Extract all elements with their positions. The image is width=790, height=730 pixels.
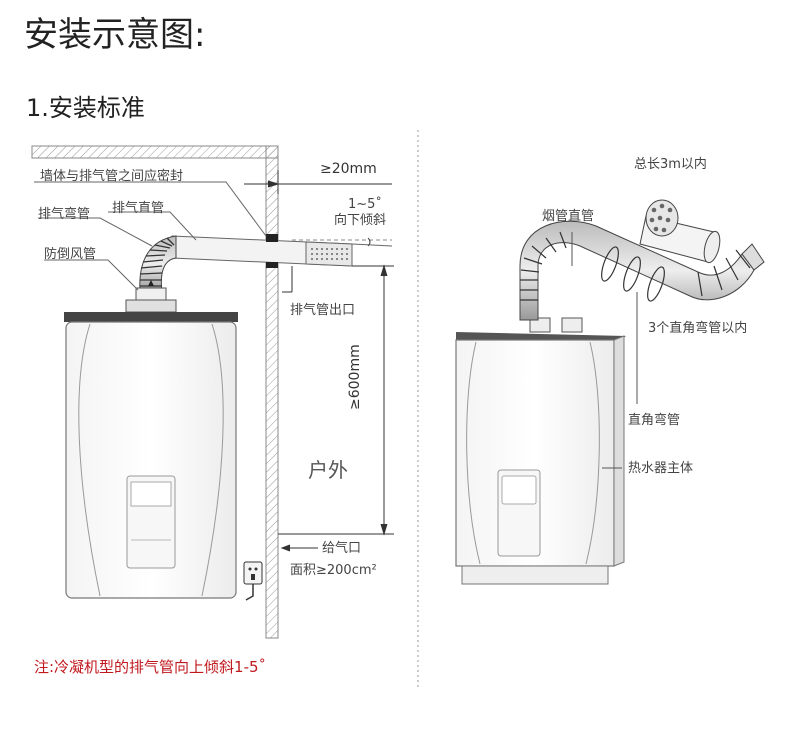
dimension-20mm (244, 170, 392, 194)
flue-terminal (639, 199, 721, 264)
power-socket (243, 561, 263, 601)
label-outdoor: 户外 (308, 458, 348, 482)
left-water-heater (64, 312, 238, 599)
label-total-length: 总长3m以内 (634, 157, 707, 172)
right-heater-display-panel (497, 469, 541, 557)
outlet-leader (282, 266, 293, 293)
right-label-leaders (571, 232, 638, 469)
flue-pipe (519, 199, 765, 321)
condensing-note: 注:冷凝机型的排气管向上倾斜1-5˚ (34, 658, 267, 676)
section-title: 1.安装标准 (26, 94, 145, 122)
label-dimension-600mm: ≥600mm (347, 344, 363, 410)
label-air-inlet-area: 面积≥200cm² (290, 563, 377, 578)
label-heater-body: 热水器主体 (628, 461, 694, 476)
right-water-heater (455, 317, 626, 585)
left-heater-display-panel (126, 475, 176, 569)
label-air-inlet: 给气口 (322, 541, 362, 556)
label-pipe-outlet: 排气管出口 (290, 303, 356, 318)
label-wall-seal: 墙体与排气管之间应密封 (40, 169, 184, 184)
pipe-outlet-grille (305, 241, 353, 267)
air-inlet-leader (280, 544, 318, 552)
exhaust-straight-pipe (171, 234, 393, 268)
label-slope-direction: 向下倾斜 (334, 213, 387, 228)
exhaust-elbow (139, 235, 177, 293)
label-exhaust-straight: 排气直管 (112, 201, 165, 216)
label-elbows-limit: 3个直角弯管以内 (648, 321, 748, 336)
anti-backdraft-pipe (125, 280, 177, 313)
dimension-600mm (278, 264, 394, 536)
label-exhaust-elbow: 排气弯管 (38, 207, 91, 222)
label-dimension-20mm: ≥20mm (320, 161, 377, 177)
label-anti-backdraft: 防倒风管 (44, 247, 97, 262)
ceiling (31, 145, 279, 159)
page-title: 安装示意图: (24, 15, 206, 55)
label-slope-angle: 1~5˚ (348, 197, 382, 212)
label-flue-straight: 烟管直管 (542, 209, 595, 224)
label-leaders (34, 181, 267, 291)
wall (265, 145, 279, 639)
label-right-elbow: 直角弯管 (628, 413, 681, 428)
